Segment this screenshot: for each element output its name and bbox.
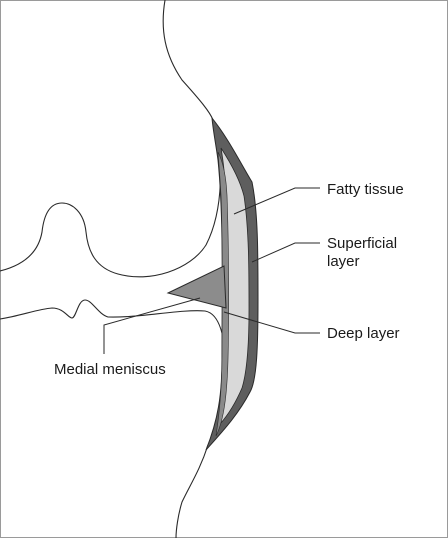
medial-meniscus-shape — [166, 265, 227, 309]
leader-fatty-tissue — [233, 187, 320, 215]
femur-outline — [0, 0, 222, 278]
label-superficial-line1: Superficial — [327, 235, 397, 252]
leader-deep-layer — [223, 311, 320, 334]
label-superficial-line2: layer — [327, 253, 360, 270]
tibia-outline — [0, 299, 227, 538]
label-deep-layer: Deep layer — [327, 325, 400, 342]
leader-superficial-layer — [251, 242, 320, 263]
label-medial-meniscus: Medial meniscus — [54, 361, 166, 378]
label-fatty-tissue: Fatty tissue — [327, 181, 404, 198]
leader-medial-meniscus — [103, 297, 201, 354]
